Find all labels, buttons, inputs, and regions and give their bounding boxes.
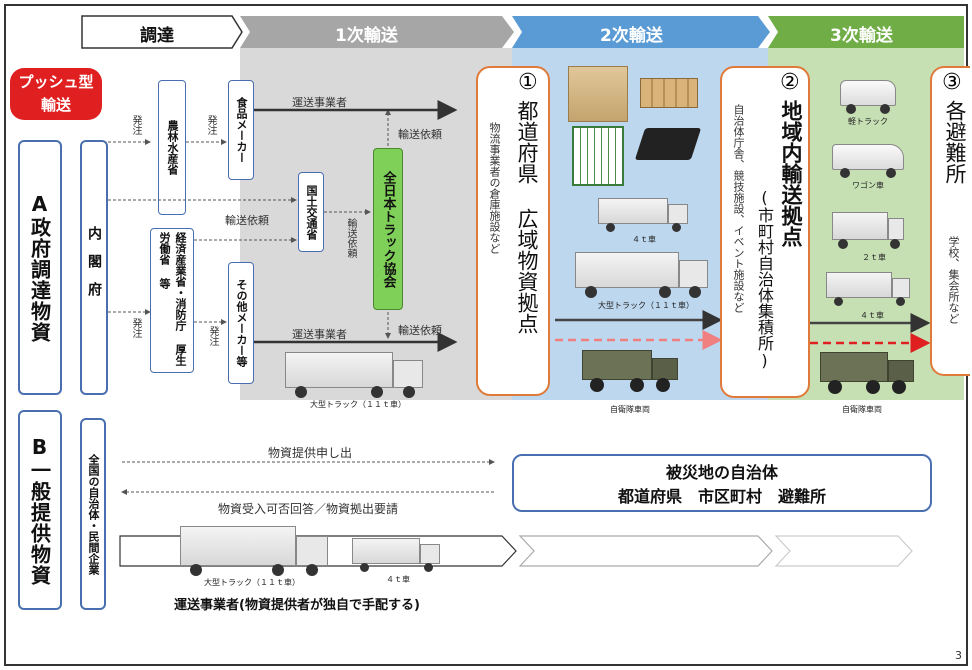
other-maker-box: その他メーカー等 — [228, 262, 254, 384]
plastic-pallet-image — [634, 128, 702, 160]
large-truck-image-1 — [285, 352, 425, 398]
transport-operator-label-top: 運送事業者 — [292, 96, 347, 109]
phase-first-transport: 1次輸送 — [335, 26, 398, 46]
light-truck-caption: 軽トラック — [848, 117, 888, 126]
b-supplier-box: 全国の自治体・民間企業 — [80, 418, 106, 610]
food-maker-box: 食品メーカー — [228, 80, 254, 180]
local-hub-number: ② — [780, 70, 800, 95]
jta-box: 全日本トラック協会 — [373, 148, 403, 310]
large-truck-caption-1: 大型トラック（１１ｔ車） — [310, 400, 406, 409]
transport-request-label-bottom: 輸送依頼 — [398, 324, 442, 337]
category-b-label: B一般提供物資 — [27, 434, 52, 586]
mlit-label: 国土交通省 — [305, 184, 318, 240]
truck-2t-image — [832, 212, 906, 250]
wagon-image — [832, 144, 906, 178]
meti-label: 経済産業省・消防庁 厚生労働省 等 — [158, 231, 187, 366]
acceptance-reply-label: 物資受入可否回答／物資拠出要請 — [218, 502, 399, 516]
wooden-pallet-image — [640, 78, 698, 108]
sdf-caption-2nd: 自衛隊車両 — [610, 405, 650, 414]
sdf-caption-3rd: 自衛隊車両 — [842, 405, 882, 414]
truck-2t-caption: ２ｔ車 — [862, 253, 886, 262]
transport-request-label-mid: 輸送依頼 — [345, 218, 356, 258]
large-truck-image-2nd — [575, 252, 710, 298]
prefectural-hub-number: ① — [518, 70, 538, 95]
phase-third-transport: 3次輸送 — [830, 26, 893, 46]
b-supplier-label: 全国の自治体・民間企業 — [87, 453, 100, 575]
affected-line2: 都道府県 市区町村 避難所 — [617, 487, 826, 506]
wagon-caption: ワゴン車 — [852, 181, 884, 190]
push-badge-line1: プッシュ型 — [18, 73, 94, 91]
food-maker-label: 食品メーカー — [235, 97, 248, 163]
large-truck-caption-b: 大型トラック（１１ｔ車） — [204, 578, 300, 587]
phase-procurement: 調達 — [140, 26, 174, 46]
prefectural-hub-box — [476, 66, 550, 396]
cardboard-boxes-image — [568, 66, 628, 122]
truck-4t-image-3rd — [826, 272, 912, 306]
meti-box: 経済産業省・消防庁 厚生労働省 等 — [150, 228, 194, 373]
category-a-label: A政府調達物資 — [27, 192, 52, 343]
order-label-1: 発注 — [130, 115, 141, 135]
push-type-badge: プッシュ型 輸送 — [10, 68, 102, 120]
large-truck-image-b — [180, 526, 330, 576]
local-hub-paren: (市町村自治体集積所) — [755, 188, 774, 370]
light-truck-image — [840, 80, 898, 114]
supply-offer-label: 物資提供申し出 — [268, 446, 353, 460]
jta-label: 全日本トラック協会 — [380, 170, 396, 288]
affected-municipality-box: 被災地の自治体 都道府県 市区町村 避難所 — [512, 454, 932, 512]
order-label-2: 発注 — [130, 318, 141, 338]
cabinet-office-box: 内閣府 — [80, 140, 108, 395]
roll-cage-image — [572, 126, 624, 186]
sdf-vehicle-image-3rd — [820, 352, 916, 396]
truck-4t-image-b — [352, 538, 442, 572]
page-number: 3 — [955, 649, 962, 662]
order-label-3: 発注 — [205, 115, 216, 135]
shelter-box — [930, 66, 970, 376]
local-hub-title: 地域内輸送拠点 — [779, 100, 803, 247]
sdf-vehicle-image-2nd — [582, 350, 680, 394]
cabinet-office-label: 内閣府 — [86, 225, 102, 310]
shelter-title: 各避難所 — [943, 100, 967, 184]
shelter-number: ③ — [942, 70, 962, 95]
b-operator-label: 運送事業者(物資提供者が独自で手配する) — [174, 598, 420, 613]
transport-request-label-top: 輸送依頼 — [398, 128, 442, 141]
truck-4t-caption-2nd: ４ｔ車 — [632, 235, 656, 244]
affected-line1: 被災地の自治体 — [665, 463, 778, 482]
phase-second-transport: 2次輸送 — [600, 26, 663, 46]
truck-4t-image-2nd — [598, 198, 690, 232]
maff-label: 農林水産省 — [166, 120, 179, 175]
shelter-sub: 学校、集会所など — [947, 236, 960, 324]
category-b-box: B一般提供物資 — [18, 410, 62, 610]
local-hub-box — [720, 66, 810, 398]
mlit-box: 国土交通省 — [298, 172, 324, 252]
order-label-4: 発注 — [207, 326, 218, 346]
prefectural-hub-sub: 物流事業者の倉庫施設など — [488, 122, 501, 254]
transport-request-label-left: 輸送依頼 — [225, 214, 269, 227]
maff-box: 農林水産省 — [158, 80, 186, 215]
truck-4t-caption-3rd: ４ｔ車 — [860, 311, 884, 320]
truck-4t-caption-b: ４ｔ車 — [386, 575, 410, 584]
category-a-box: A政府調達物資 — [18, 140, 62, 395]
push-badge-line2: 輸送 — [40, 96, 71, 114]
local-hub-sub: 自治体庁舎、競技施設、イベント施設など — [732, 104, 745, 313]
prefectural-hub-title: 都道府県 広域物資拠点 — [515, 100, 539, 334]
phase-header-arrows — [81, 15, 964, 49]
large-truck-caption-2nd: 大型トラック（１１ｔ車） — [598, 301, 694, 310]
transport-operator-label-bottom: 運送事業者 — [292, 328, 347, 341]
other-maker-label: その他メーカー等 — [235, 279, 248, 367]
